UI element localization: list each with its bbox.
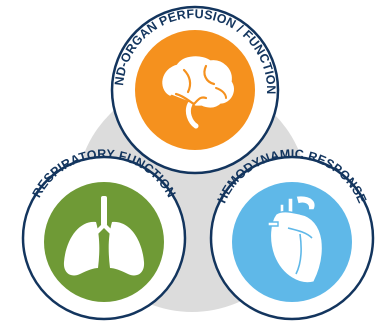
node-respiratory: RESPIRATORY FUNCTION (21, 147, 187, 321)
brain-icon (162, 56, 234, 129)
node-hemodynamic: HEMODYNAMIC RESPONSE (209, 147, 375, 321)
node-end-organ: END-ORGAN PERFUSION / FUNCTION (0, 0, 280, 175)
heart-icon (267, 195, 324, 284)
lungs-icon (63, 196, 145, 276)
